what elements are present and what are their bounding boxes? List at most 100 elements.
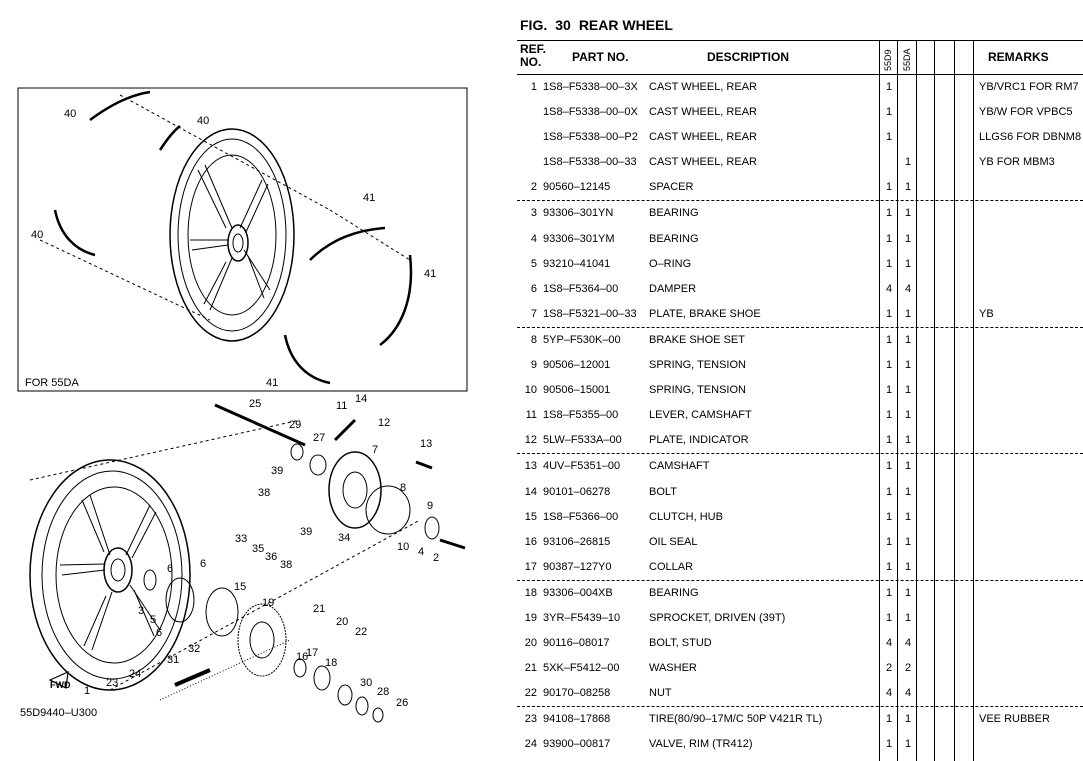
qty-55d9-cell: 1 xyxy=(885,307,893,320)
qty-55da-cell: 1 xyxy=(904,485,912,498)
ref-no-cell: 8 xyxy=(530,333,537,346)
qty-55da-cell: 1 xyxy=(904,181,912,194)
callout: 14 xyxy=(355,393,367,405)
callout: 41 xyxy=(424,268,436,280)
qty-55d9-cell: 1 xyxy=(885,738,893,751)
figure-label: FIG. xyxy=(520,17,548,33)
callout: 39 xyxy=(271,465,283,477)
callout: 16 xyxy=(296,651,308,663)
callout: 36 xyxy=(265,551,277,563)
callout: 7 xyxy=(372,444,378,456)
description-cell: BOLT xyxy=(649,485,677,498)
callout: 2 xyxy=(433,552,439,564)
ref-no-cell: 19 xyxy=(524,611,537,624)
callout: 28 xyxy=(377,686,389,698)
ref-no-cell: 7 xyxy=(530,307,537,320)
header-part-no: PART NO. xyxy=(572,50,629,64)
qty-55da-cell: 4 xyxy=(904,282,912,295)
header-ref-no: REF. NO. xyxy=(520,42,547,69)
qty-55da-cell: 4 xyxy=(904,687,912,700)
part-no-cell: 93900–00817 xyxy=(543,738,611,751)
qty-55da-cell: 1 xyxy=(904,207,912,220)
callout: 29 xyxy=(289,419,301,431)
description-cell: CAMSHAFT xyxy=(649,460,710,473)
callout: 27 xyxy=(313,432,325,444)
qty-55d9-cell: 4 xyxy=(885,687,893,700)
callout: 35 xyxy=(252,543,264,555)
qty-55da-cell: 1 xyxy=(904,535,912,548)
callout: 38 xyxy=(258,487,270,499)
qty-55d9-cell: 1 xyxy=(885,359,893,372)
ref-no-cell: 4 xyxy=(530,232,537,245)
description-cell: BEARING xyxy=(649,586,699,599)
drawing-code: 55D9440–U300 xyxy=(20,707,97,719)
ref-no-cell: 11 xyxy=(525,409,537,422)
callout: 40 xyxy=(64,108,76,120)
callout: 23 xyxy=(106,677,118,689)
ref-no-cell: 15 xyxy=(524,510,537,523)
figure-name: REAR WHEEL xyxy=(578,17,673,33)
description-cell: COLLAR xyxy=(649,560,694,573)
qty-55d9-cell: 1 xyxy=(885,81,893,93)
ref-no-cell: 3 xyxy=(530,207,537,220)
callout: 4 xyxy=(418,546,424,558)
description-cell: O–RING xyxy=(649,257,692,270)
ref-no-cell: 20 xyxy=(524,637,537,650)
description-cell: BRAKE SHOE SET xyxy=(649,333,745,346)
callout: 12 xyxy=(378,417,390,429)
part-no-cell: 93106–26815 xyxy=(543,535,611,548)
qty-55d9-cell: 1 xyxy=(885,586,893,599)
callout: 17 xyxy=(306,647,318,659)
callout: 18 xyxy=(325,657,337,669)
fwd-label: FWD xyxy=(50,680,71,690)
qty-55d9-cell: 1 xyxy=(885,460,893,473)
callout: 41 xyxy=(363,192,375,204)
qty-55d9-cell: 1 xyxy=(885,560,893,573)
part-no-cell: 5YP–F530K–00 xyxy=(543,333,621,346)
ref-no-cell: 6 xyxy=(530,282,537,295)
qty-55da-cell: 1 xyxy=(904,156,912,169)
ref-no-cell: 5 xyxy=(530,257,537,270)
header-description: DESCRIPTION xyxy=(707,50,790,64)
remarks-cell: VEE RUBBER xyxy=(979,713,1050,726)
qty-55da-cell: 2 xyxy=(904,662,912,675)
description-cell: CAST WHEEL, REAR xyxy=(649,156,757,169)
callout: 33 xyxy=(235,533,247,545)
qty-55d9-cell: 1 xyxy=(885,485,893,498)
parts-table: REF. NO. PART NO. DESCRIPTION 55D9 55DA … xyxy=(517,40,1083,761)
qty-55d9-cell: 1 xyxy=(885,409,893,422)
callout: 9 xyxy=(427,500,433,512)
description-cell: CAST WHEEL, REAR xyxy=(649,131,757,144)
callout: 25 xyxy=(249,398,261,410)
ref-no-cell: 17 xyxy=(524,560,537,573)
qty-55d9-cell: 1 xyxy=(885,232,893,245)
qty-55da-cell: 1 xyxy=(904,738,912,751)
qty-55d9-cell: 2 xyxy=(885,662,893,675)
description-cell: SPRING, TENSION xyxy=(649,384,746,397)
description-cell: BOLT, STUD xyxy=(649,637,712,650)
column-divider xyxy=(879,40,880,761)
description-cell: SPACER xyxy=(649,181,694,194)
ref-no-cell: 16 xyxy=(524,535,537,548)
inset-wheel xyxy=(39,90,413,385)
part-no-cell: 5XK–F5412–00 xyxy=(543,662,620,675)
part-no-cell: 4UV–F5351–00 xyxy=(543,460,621,473)
qty-55d9-cell: 1 xyxy=(885,434,893,447)
description-cell: SPROCKET, DRIVEN (39T) xyxy=(649,611,786,624)
callout: 30 xyxy=(360,677,372,689)
main-wheel xyxy=(29,403,466,723)
description-cell: VALVE, RIM (TR412) xyxy=(649,738,753,751)
table-header: REF. NO. PART NO. DESCRIPTION 55D9 55DA … xyxy=(517,40,1083,75)
part-no-cell: 1S8–F5338–00–33 xyxy=(543,156,637,169)
description-cell: CAST WHEEL, REAR xyxy=(649,106,757,119)
part-no-cell: 90387–127Y0 xyxy=(543,560,612,573)
ref-no-cell: 22 xyxy=(524,687,537,700)
